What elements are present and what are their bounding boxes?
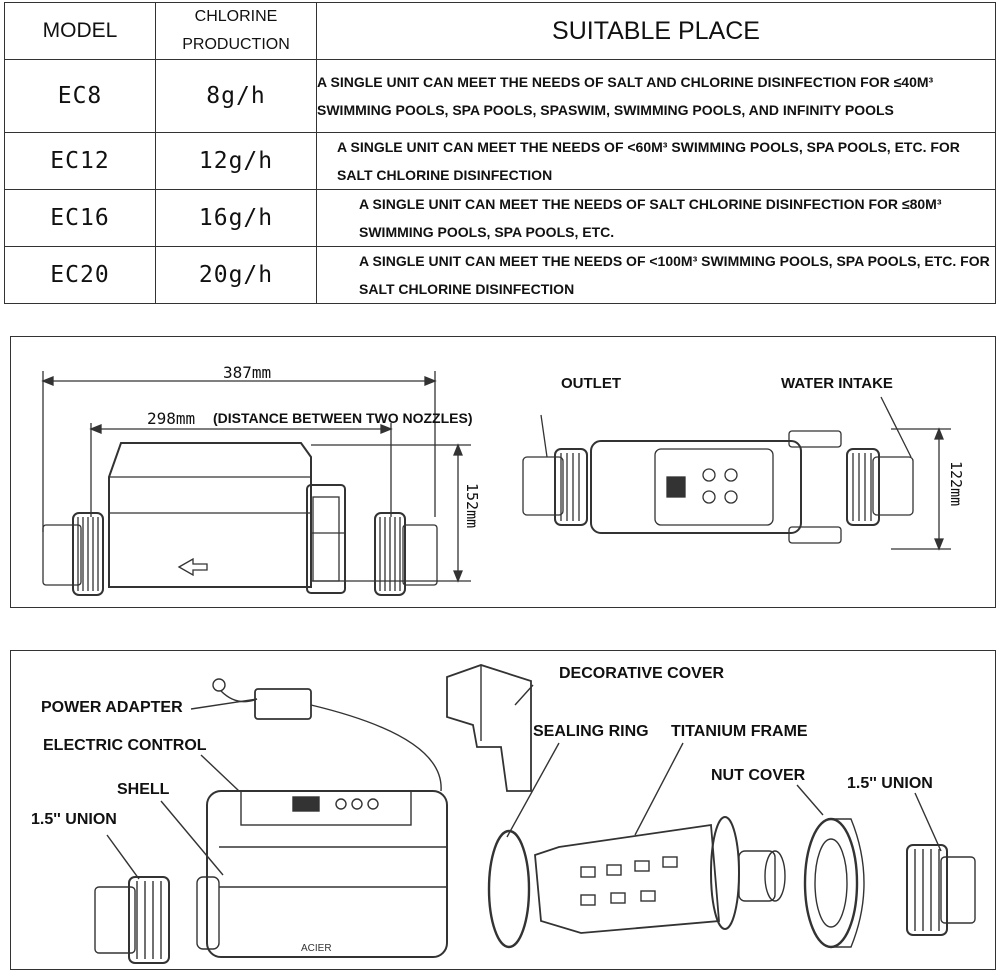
nozzle-distance-note: (DISTANCE BETWEEN TWO NOZZLES) xyxy=(213,410,473,426)
production-cell: 16g/h xyxy=(155,189,317,247)
dimension-drawing xyxy=(41,371,951,596)
table-row: EC20 20g/h A SINGLE UNIT CAN MEET THE NE… xyxy=(4,246,996,304)
width-label: 122mm xyxy=(947,461,965,507)
table-row: EC8 8g/h A SINGLE UNIT CAN MEET THE NEED… xyxy=(4,59,996,133)
outlet-label: OUTLET xyxy=(561,375,621,392)
table-row: EC16 16g/h A SINGLE UNIT CAN MEET THE NE… xyxy=(4,189,996,247)
production-cell: 12g/h xyxy=(155,132,317,190)
place-cell: A SINGLE UNIT CAN MEET THE NEEDS OF SALT… xyxy=(316,59,996,133)
production-cell: 20g/h xyxy=(155,246,317,304)
sealing-ring-label: SEALING RING xyxy=(533,723,649,740)
place-cell: A SINGLE UNIT CAN MEET THE NEEDS OF <100… xyxy=(316,246,996,304)
production-cell: 8g/h xyxy=(155,59,317,133)
model-cell: EC20 xyxy=(4,246,156,304)
exploded-view-panel: ACIER xyxy=(10,650,996,970)
model-cell: EC12 xyxy=(4,132,156,190)
height-label: 152mm xyxy=(463,483,481,529)
header-model: MODEL xyxy=(4,2,156,60)
table-row: EC12 12g/h A SINGLE UNIT CAN MEET THE NE… xyxy=(4,132,996,190)
power-adapter-label: POWER ADAPTER xyxy=(41,699,183,716)
svg-text:ACIER: ACIER xyxy=(301,943,332,954)
model-cell: EC8 xyxy=(4,59,156,133)
union-right-label: 1.5'' UNION xyxy=(847,775,933,792)
electric-control-label: ELECTRIC CONTROL xyxy=(43,737,207,754)
overall-length-label: 387mm xyxy=(223,363,272,382)
decorative-cover-label: DECORATIVE COVER xyxy=(559,665,725,682)
water-intake-label: WATER INTAKE xyxy=(781,375,893,392)
header-suitable-place: SUITABLE PLACE xyxy=(316,2,996,60)
nozzle-distance-label: 298mm xyxy=(147,409,196,428)
model-cell: EC16 xyxy=(4,189,156,247)
titanium-frame-label: TITANIUM FRAME xyxy=(671,723,808,740)
shell-label: SHELL xyxy=(117,781,170,798)
union-left-label: 1.5'' UNION xyxy=(31,811,117,828)
nut-cover-label: NUT COVER xyxy=(711,767,806,784)
place-cell: A SINGLE UNIT CAN MEET THE NEEDS OF <60M… xyxy=(316,132,996,190)
dimensions-panel: 387mm 298mm (DISTANCE BETWEEN TWO NOZZLE… xyxy=(10,336,996,608)
place-cell: A SINGLE UNIT CAN MEET THE NEEDS OF SALT… xyxy=(316,189,996,247)
exploded-drawing: ACIER xyxy=(94,664,976,964)
